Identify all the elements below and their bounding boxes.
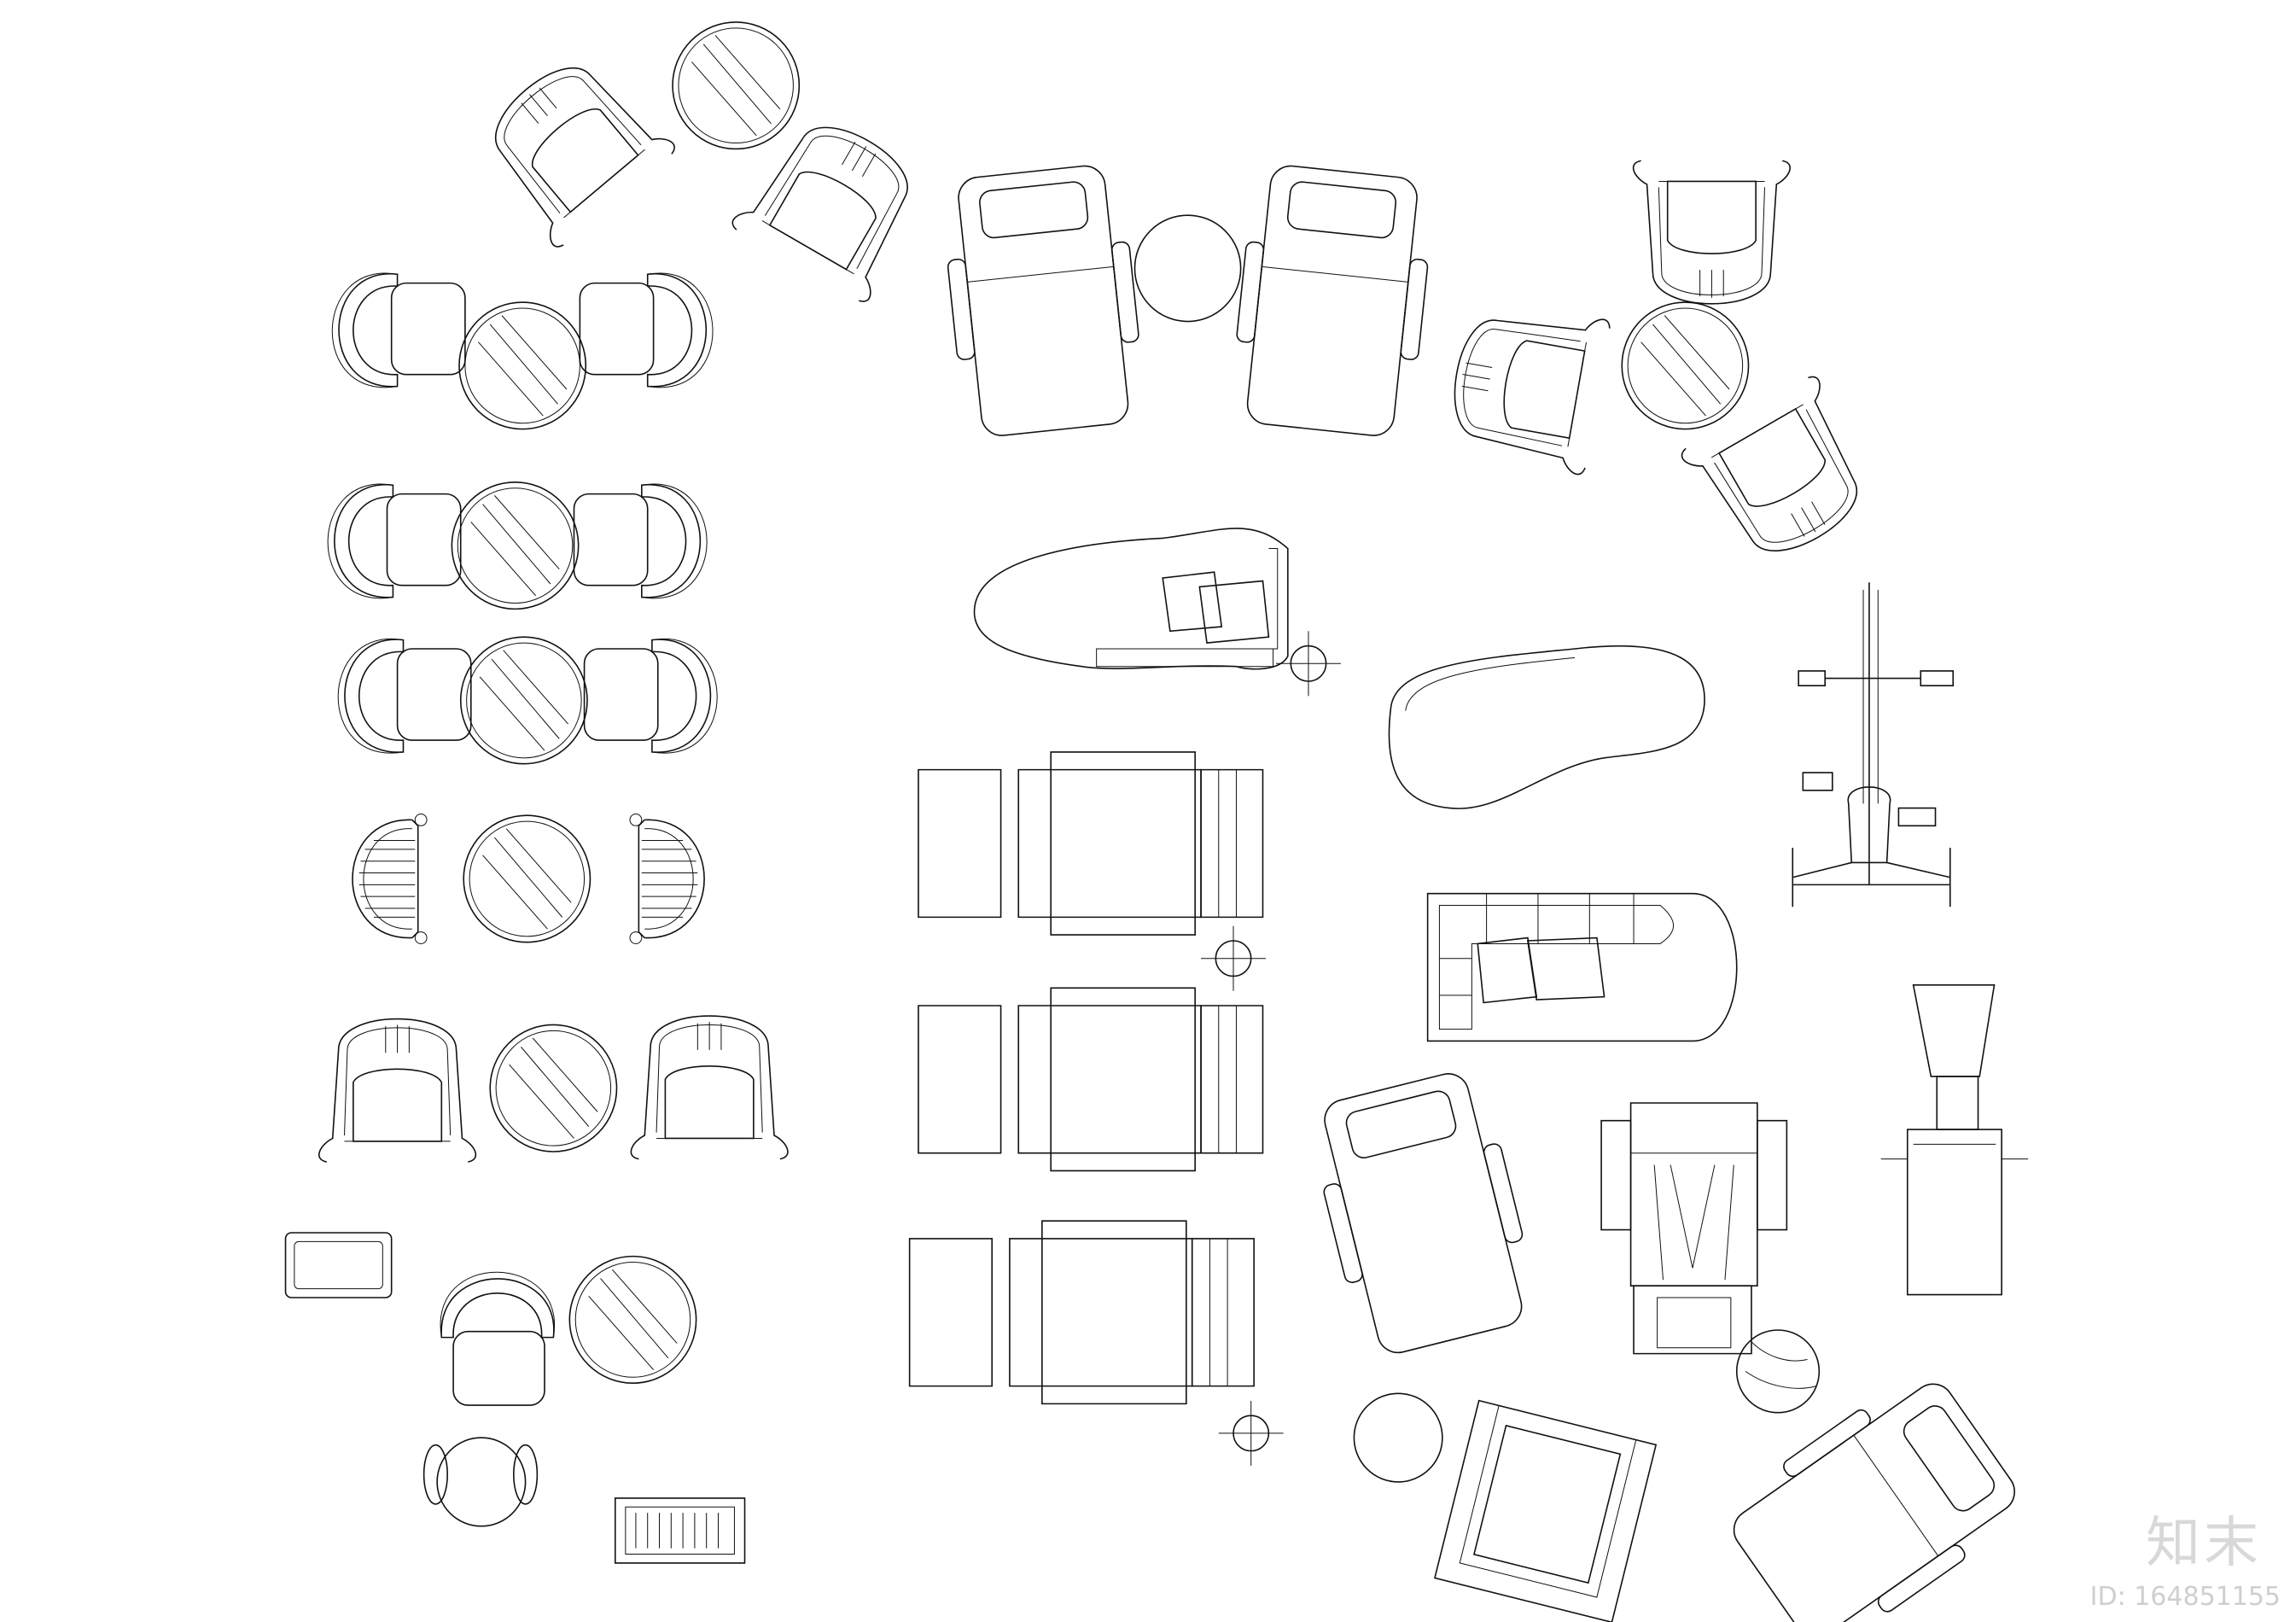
- round-table: [671, 20, 801, 150]
- dotted-chaise: [1389, 646, 1705, 808]
- chaise-with-pillows: [975, 528, 1288, 669]
- tub-chair: [336, 637, 473, 755]
- curved-sofa: [1428, 894, 1737, 1041]
- recliner: [1601, 1103, 1786, 1354]
- round-table: [1737, 1330, 1820, 1413]
- sofa-section: [917, 986, 1264, 1172]
- tub-chair: [579, 271, 714, 389]
- armchair-ornate: [318, 1018, 477, 1164]
- round-table: [450, 481, 580, 610]
- sofa-section: [917, 750, 1264, 936]
- sun-lounger: [1227, 160, 1438, 441]
- tub-chair: [583, 637, 719, 755]
- centre-mark: [1274, 629, 1343, 697]
- armchair-ornate: [1677, 372, 1888, 578]
- round-table: [488, 1024, 618, 1153]
- tub-chair: [330, 271, 467, 389]
- round-table: [424, 1438, 538, 1526]
- centre-mark: [1217, 1399, 1285, 1467]
- watermark-logo: 知末: [2146, 1512, 2262, 1575]
- tub-chair: [573, 482, 708, 600]
- sun-lounger: [937, 160, 1149, 441]
- armchair-ornate: [728, 101, 939, 306]
- sofa-section: [908, 1219, 1256, 1405]
- striped-chair: [351, 813, 428, 945]
- armchair-ornate: [1632, 159, 1792, 306]
- round-table: [1134, 215, 1240, 321]
- round-table: [457, 300, 587, 431]
- watermark-id: ID: 164851155: [2089, 1582, 2281, 1612]
- round-table: [459, 635, 589, 766]
- centre-mark: [1199, 925, 1267, 993]
- weight-bench: [1881, 985, 2028, 1295]
- striped-chair: [628, 813, 706, 945]
- round-table: [568, 1255, 698, 1385]
- tub-chair: [439, 1270, 557, 1407]
- side-table: [286, 1233, 392, 1298]
- exercise-bike: [1792, 582, 1953, 907]
- armchair-ornate: [464, 38, 679, 252]
- club-chair: [1435, 1401, 1656, 1622]
- round-table: [1620, 300, 1750, 431]
- tub-chair: [326, 482, 463, 600]
- rug: [615, 1498, 745, 1563]
- round-table: [462, 814, 591, 944]
- armchair-ornate: [1442, 295, 1612, 477]
- sun-lounger: [1303, 1065, 1543, 1362]
- armchair-ornate: [629, 1014, 790, 1161]
- round-table: [1354, 1393, 1442, 1482]
- sun-lounger: [1714, 1360, 2034, 1622]
